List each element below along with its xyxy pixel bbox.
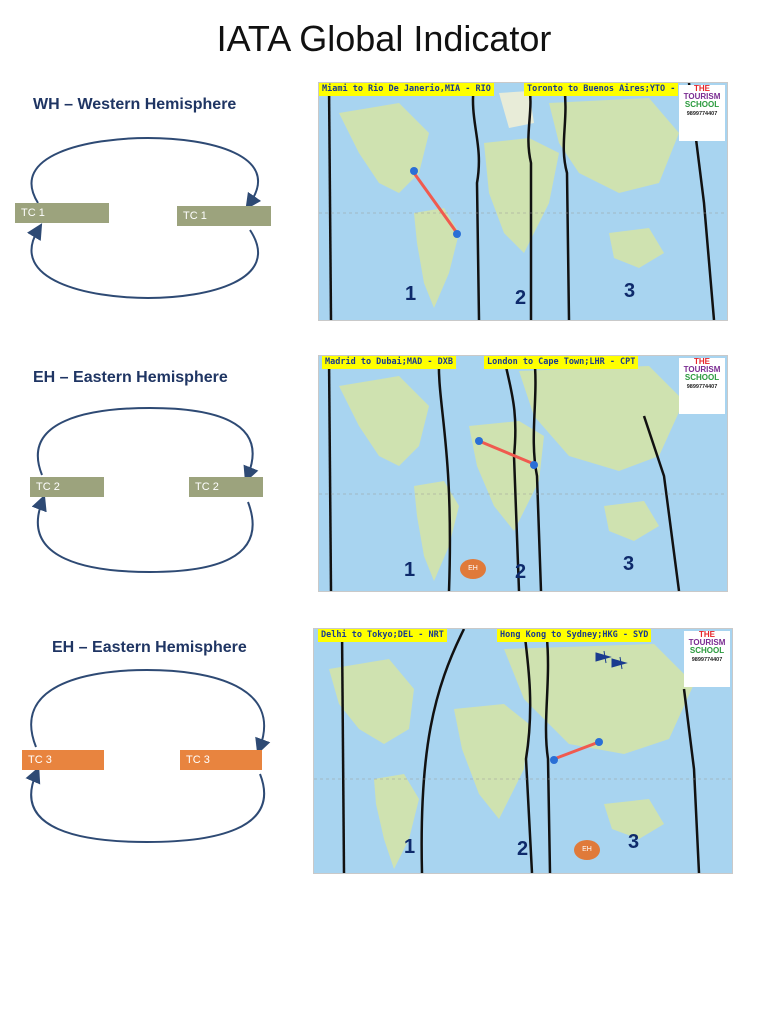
zone-number-1: 1 — [404, 559, 416, 581]
tc-box-left: TC 1 — [15, 203, 109, 223]
top-arc-arrow — [30, 668, 271, 755]
route-label-left: Madrid to Dubai;MAD - DXB — [322, 356, 456, 369]
section-1-loop-diagram — [27, 136, 262, 300]
tourism-school-logo: THE TOURISM SCHOOL 9899774407 — [684, 631, 730, 687]
zone-number-3: 3 — [623, 553, 635, 575]
page-title: IATA Global Indicator — [216, 18, 552, 59]
world-map-3: Delhi to Tokyo;DEL - NRT Hong Kong to Sy… — [313, 628, 733, 874]
zone-number-3: 3 — [624, 280, 636, 302]
tc-box-left: TC 3 — [22, 750, 104, 770]
section-3-heading: EH – Eastern Hemisphere — [52, 639, 247, 656]
section-2-heading: EH – Eastern Hemisphere — [33, 369, 228, 386]
bottom-arc-arrow — [27, 223, 259, 300]
world-map-2: Madrid to Dubai;MAD - DXB London to Cape… — [318, 355, 728, 592]
top-arc-arrow — [30, 136, 262, 210]
tc-box-right: TC 2 — [189, 477, 263, 497]
bottom-arc-arrow — [31, 494, 254, 574]
top-arc-arrow — [36, 406, 259, 483]
route-label-right: London to Cape Town;LHR - CPT — [484, 356, 639, 369]
section-1-heading: WH – Western Hemisphere — [33, 96, 237, 113]
zone-number-2: 2 — [517, 838, 529, 860]
zone-number-3: 3 — [628, 831, 640, 853]
route-label-left: Miami to Rio De Janerio,MIA - RIO — [319, 83, 494, 96]
eh-badge: EH — [460, 559, 486, 579]
bottom-arc-arrow — [25, 766, 266, 844]
tc-box-left: TC 2 — [30, 477, 104, 497]
route-label-left: Delhi to Tokyo;DEL - NRT — [318, 629, 447, 642]
eh-badge: EH — [574, 840, 600, 860]
zone-number-1: 1 — [404, 836, 416, 858]
tc-box-right: TC 1 — [177, 206, 271, 226]
tourism-school-logo: THE TOURISM SCHOOL 9899774407 — [679, 85, 725, 141]
route-label-right: Toronto to Buenos Aires;YTO - — [524, 83, 679, 96]
tourism-school-logo: THE TOURISM SCHOOL 9899774407 — [679, 358, 725, 414]
route-label-right: Hong Kong to Sydney;HKG - SYD — [497, 629, 652, 642]
tc-box-right: TC 3 — [180, 750, 262, 770]
section-2-loop-diagram — [31, 406, 259, 574]
zone-number-2: 2 — [515, 561, 527, 583]
section-3-loop-diagram — [25, 668, 271, 844]
zone-number-2: 2 — [515, 287, 527, 309]
zone-number-1: 1 — [405, 283, 417, 305]
world-map-1: Miami to Rio De Janerio,MIA - RIO Toront… — [318, 82, 728, 321]
